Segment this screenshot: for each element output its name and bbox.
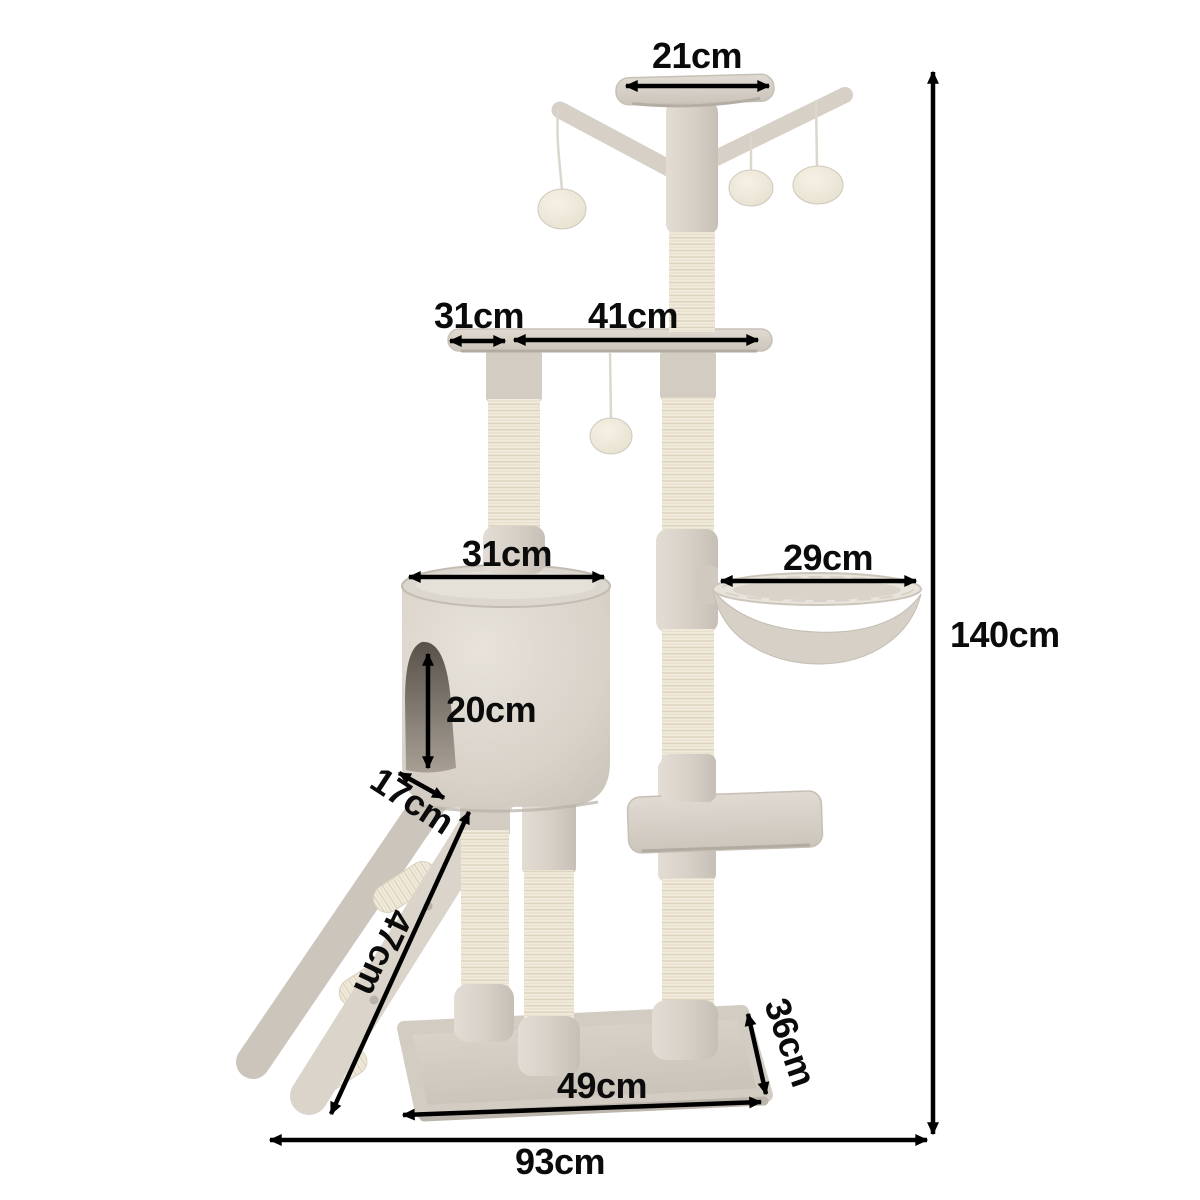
top-trunk: [537, 73, 853, 332]
post-plush-foot: [454, 984, 514, 1042]
condo-bottom-shadow: [419, 800, 599, 813]
branch-right: [704, 87, 853, 168]
trunk-plush: [666, 102, 718, 234]
front-middle-post: [518, 798, 580, 1076]
dim-label-base-front: 49cm: [557, 1065, 647, 1106]
dim-label-condo-top: 31cm: [462, 533, 552, 574]
small-platform: [626, 790, 824, 854]
pom-string: [814, 99, 819, 167]
post-plush-collar: [656, 529, 718, 633]
dim-label-overall-width: 93cm: [515, 1141, 605, 1182]
dim-arrow-base-depth: [744, 1012, 770, 1096]
center-post-cap: [661, 754, 716, 802]
dim-arrow-base-front: [401, 1096, 763, 1121]
post-sisal-section: [662, 629, 714, 765]
post-plush-foot: [652, 1000, 718, 1060]
front-left-post: [454, 798, 514, 1042]
post-sisal-section: [662, 397, 714, 535]
post-plush-collar: [522, 798, 576, 874]
dim-arrow-ladder: [328, 810, 472, 1116]
cat-tree: [236, 73, 922, 1122]
pom-pom: [728, 169, 774, 207]
post-plush-foot: [518, 1016, 580, 1076]
dim-arrow-entrance-depth: [397, 771, 446, 800]
post-plush-collar: [486, 349, 542, 403]
branch-left: [551, 101, 685, 181]
dim-label-mid-platform-right: 41cm: [588, 295, 678, 336]
dim-label-mid-platform-left: 31cm: [434, 295, 524, 336]
pom-string: [556, 109, 564, 191]
pom-pom: [589, 417, 633, 455]
pom-string: [608, 351, 613, 419]
post-sisal-section: [488, 399, 540, 530]
post-sisal-section: [461, 830, 509, 990]
left-upper-post: [483, 349, 545, 574]
dim-label-basket: 29cm: [783, 537, 873, 578]
dim-label-entrance-height: 20cm: [446, 689, 536, 730]
pom-pom: [792, 165, 844, 205]
trunk-sisal: [669, 232, 715, 332]
post-plush-foot: [483, 526, 545, 574]
small-platform-plate: [626, 790, 824, 854]
post-sisal-section: [662, 878, 714, 1006]
top-platform: [615, 73, 775, 108]
dim-label-top-platform: 21cm: [652, 35, 742, 76]
basket-bowl: [712, 589, 922, 665]
post-sisal-section: [524, 870, 574, 1022]
basket-connector: [696, 566, 718, 604]
small-platform-underside: [641, 843, 811, 853]
top-platform-underside: [632, 96, 761, 108]
post-plush-collar: [660, 349, 716, 401]
center-post: [652, 349, 718, 1060]
dim-label-total-height: 140cm: [950, 614, 1060, 655]
pom-pom: [537, 188, 587, 230]
